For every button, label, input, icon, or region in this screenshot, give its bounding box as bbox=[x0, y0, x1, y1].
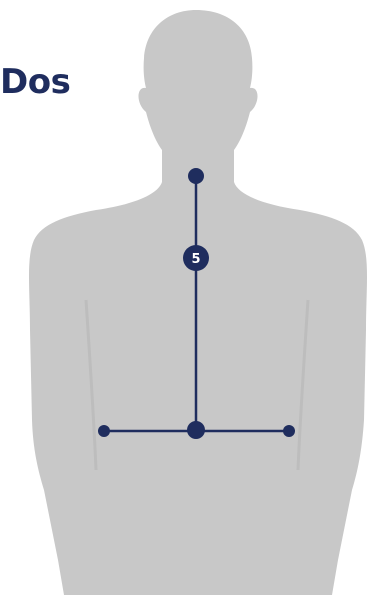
waist-right-dot bbox=[283, 425, 295, 437]
page-title: Dos bbox=[0, 62, 70, 102]
body-silhouette bbox=[29, 10, 367, 595]
waist-center-dot bbox=[187, 421, 205, 439]
waist-left-dot bbox=[98, 425, 110, 437]
measurement-number: 5 bbox=[191, 252, 200, 267]
neck-point-dot bbox=[188, 168, 204, 184]
